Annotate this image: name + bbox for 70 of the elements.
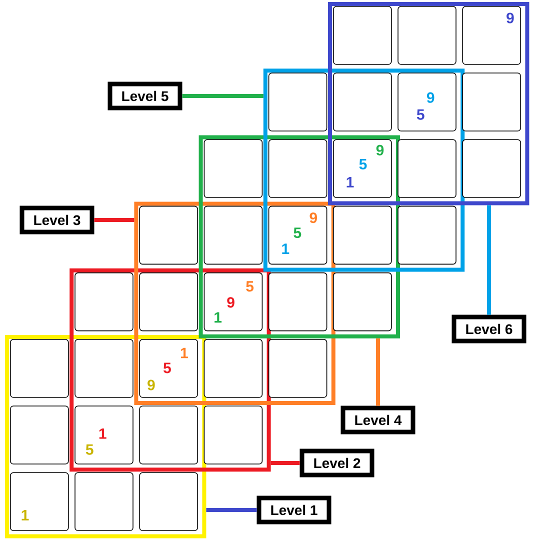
level-label: Level 3 <box>20 206 94 234</box>
cell-number: 9 <box>310 212 317 224</box>
level-frame <box>263 68 465 272</box>
grid-cell <box>333 272 392 332</box>
grid-cell <box>139 272 198 332</box>
cell-number: 5 <box>163 362 171 374</box>
grid-cell <box>268 339 328 398</box>
grid-cell <box>333 206 392 265</box>
grid-cell <box>139 206 198 265</box>
cell-number: 9 <box>506 12 514 24</box>
cell-number: 9 <box>426 92 434 103</box>
grid-cell <box>333 139 392 198</box>
cell-number: 1 <box>346 177 354 188</box>
cell-number: 1 <box>99 428 106 439</box>
grid-cell <box>398 139 456 198</box>
cell-number: 1 <box>282 244 290 254</box>
leader-line <box>182 94 264 98</box>
cell-number: 9 <box>148 380 155 390</box>
grid-cell <box>74 406 134 464</box>
level-frame <box>70 268 271 472</box>
grid-cell <box>139 406 198 464</box>
level-label: Level 2 <box>300 448 374 478</box>
grid-cell <box>204 406 263 464</box>
grid-cell <box>10 472 69 531</box>
cell-number: 1 <box>22 510 29 520</box>
grid-cell <box>398 72 456 132</box>
grid-cell <box>74 472 134 531</box>
grid-cell <box>462 72 521 132</box>
leader-line <box>94 218 134 222</box>
leader-line <box>206 508 257 512</box>
grid-cell <box>398 206 456 265</box>
cell-number: 9 <box>376 144 384 156</box>
level-frame <box>5 335 206 538</box>
grid-cell <box>268 206 328 265</box>
grid-cell <box>10 339 69 398</box>
cell-number: 9 <box>227 297 234 308</box>
grid-cell <box>268 272 328 332</box>
leader-line <box>376 338 380 406</box>
level-frame <box>328 2 530 206</box>
grid-cell <box>333 72 392 132</box>
grid-cell <box>462 139 521 198</box>
cell-number: 1 <box>180 348 188 358</box>
leader-line <box>487 205 491 315</box>
grid-cell <box>204 206 263 265</box>
grid-cell <box>10 406 69 464</box>
grid-cell <box>462 6 521 65</box>
grid-cell <box>74 339 134 398</box>
grid-cell <box>333 6 392 65</box>
grid-cell <box>204 139 263 198</box>
cell-number: 5 <box>246 281 254 292</box>
grid-cell <box>268 72 328 132</box>
grid-cell <box>139 472 198 531</box>
grid-cell <box>74 272 134 332</box>
grid-cell <box>139 339 198 398</box>
leader-line <box>270 461 300 465</box>
level-frame <box>198 135 400 338</box>
level-label: Level 1 <box>256 496 332 524</box>
level-label: Level 6 <box>452 314 526 344</box>
grid-cell <box>268 139 328 198</box>
level-label: Level 4 <box>340 406 416 434</box>
cell-number: 5 <box>359 158 367 170</box>
grid-cell <box>204 339 263 398</box>
cell-number: 5 <box>294 228 302 238</box>
cell-number: 1 <box>214 312 222 323</box>
grid-cell <box>398 6 456 65</box>
grid-cell <box>204 272 263 332</box>
cell-number: 5 <box>86 444 94 455</box>
cell-number: 5 <box>416 109 424 120</box>
level-frame <box>134 202 336 405</box>
level-label: Level 5 <box>108 82 182 110</box>
